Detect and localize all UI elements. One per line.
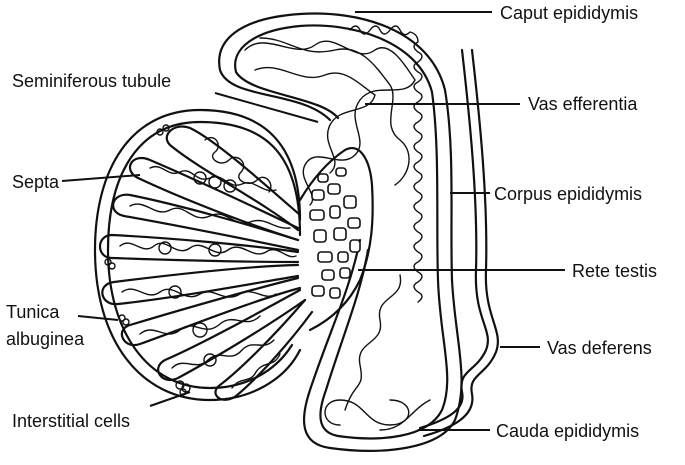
testis [95,110,312,400]
label-vas-deferens: Vas deferens [547,338,652,358]
label-rete-testis: Rete testis [572,261,657,281]
label-interstitial-cells: Interstitial cells [12,411,130,431]
label-albuginea: albuginea [6,329,85,349]
label-seminiferous-tubule: Seminiferous tubule [12,71,171,91]
label-vas-efferentia: Vas efferentia [528,94,638,114]
label-corpus-epididymis: Corpus epididymis [494,184,642,204]
rete-testis-network [300,148,373,330]
label-septa: Septa [12,172,60,192]
epididymal-duct-coils [350,26,422,302]
vas-deferens [420,50,498,436]
label-cauda-epididymis: Cauda epididymis [496,421,639,441]
label-tunica: Tunica [6,302,60,322]
label-caput-epididymis: Caput epididymis [500,3,638,23]
